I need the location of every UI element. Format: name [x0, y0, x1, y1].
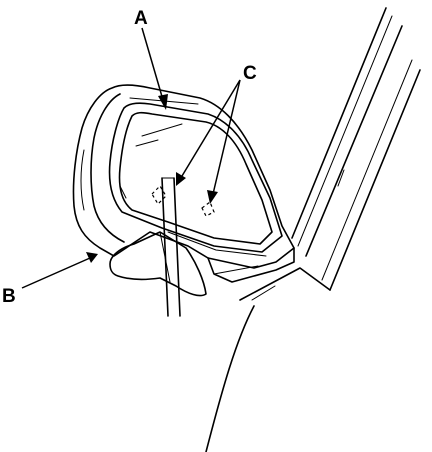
mirror-glass [118, 111, 273, 245]
door-frame [205, 7, 421, 452]
callout-label-a: A [134, 8, 148, 29]
callout-label-b: B [2, 286, 16, 307]
mirror-housing [72, 84, 295, 283]
leader-a [141, 27, 168, 110]
screwdriver-shaft [161, 177, 181, 317]
mirror-holder [108, 102, 283, 257]
leader-c [176, 79, 241, 204]
leader-b [21, 252, 98, 289]
callout-label-c: C [243, 63, 257, 84]
